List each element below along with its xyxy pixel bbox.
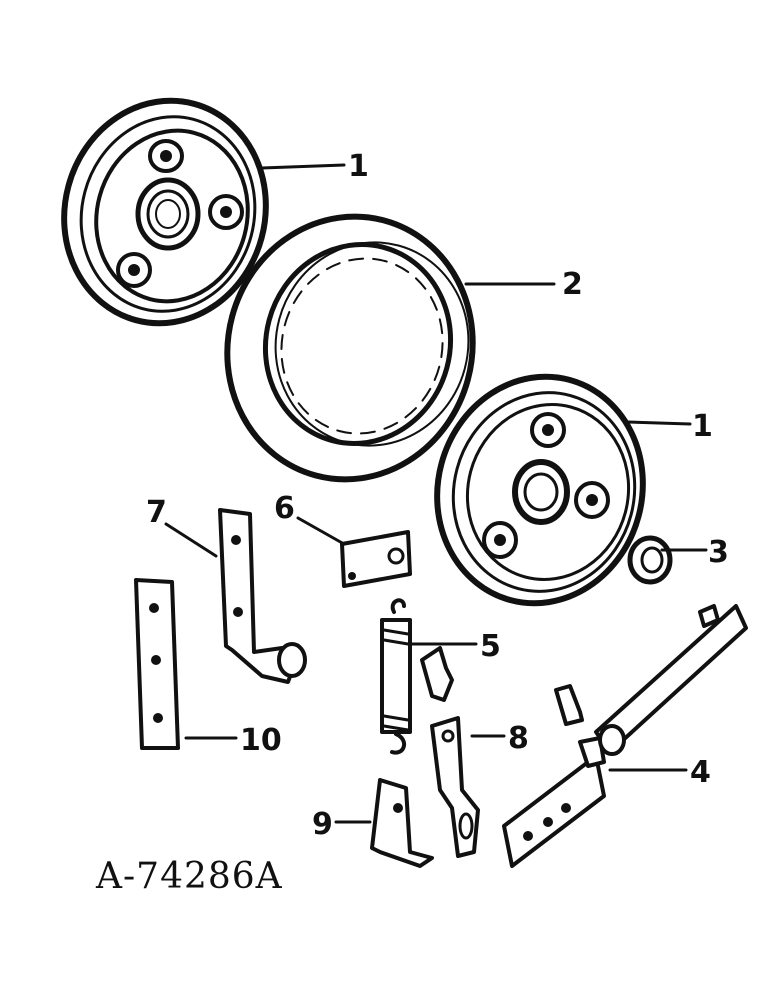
wheel-arm	[502, 604, 748, 868]
callout-8: 8	[508, 721, 529, 756]
clip	[370, 778, 434, 868]
callout-2: 2	[562, 267, 583, 302]
callout-1-lower: 1	[692, 409, 713, 444]
wheel-hub-lower	[434, 373, 646, 607]
wheel-hub-upper	[61, 97, 269, 327]
callout-10: 10	[240, 723, 282, 758]
callout-4: 4	[690, 755, 711, 790]
callout-6: 6	[274, 491, 295, 526]
strap	[134, 578, 180, 750]
callout-7: 7	[146, 495, 167, 530]
callout-9: 9	[312, 807, 333, 842]
spring	[380, 598, 412, 755]
leader-lines	[164, 163, 708, 824]
callout-5: 5	[480, 629, 501, 664]
callout-1-upper: 1	[348, 149, 369, 184]
plate	[340, 530, 412, 588]
callout-3: 3	[708, 535, 729, 570]
bracket	[218, 508, 307, 684]
figure-id: A-74286A	[95, 856, 283, 897]
tire	[224, 213, 476, 483]
adjusting-link	[420, 646, 480, 858]
bearing	[627, 535, 673, 585]
